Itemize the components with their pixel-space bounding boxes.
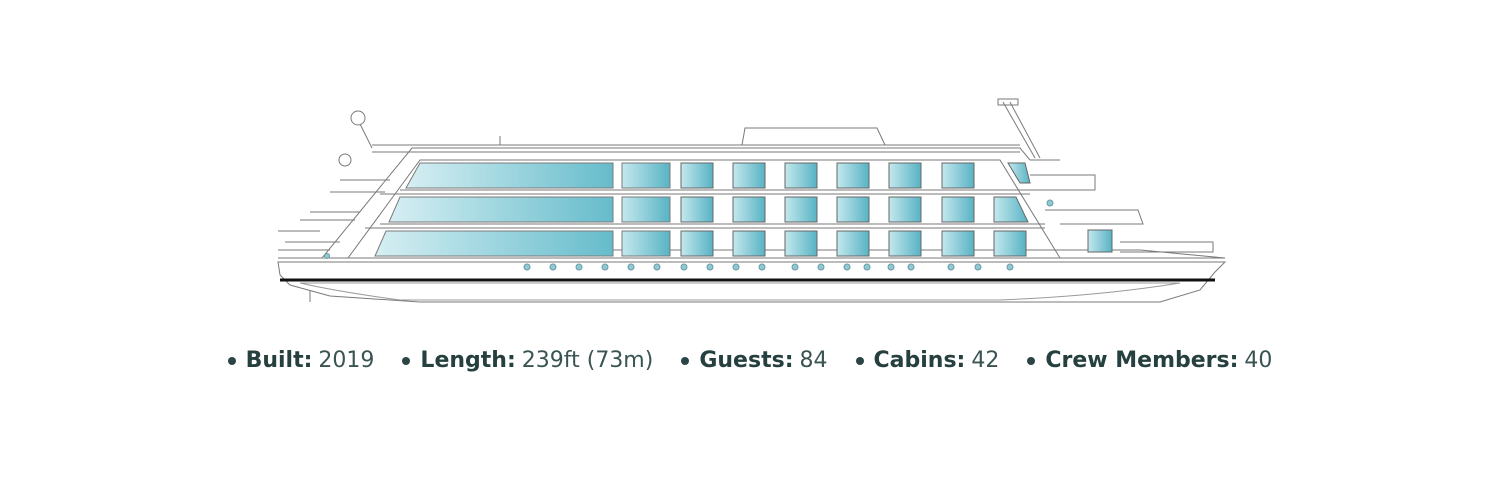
spec-label: Guests [699, 348, 785, 373]
spec-built: Built: 2019 [227, 348, 375, 373]
bullet-icon [402, 356, 411, 365]
bullet-icon [1027, 356, 1036, 365]
spec-cabins: Cabins: 42 [855, 348, 1000, 373]
spec-value: 84 [799, 348, 828, 373]
spec-colon: : [1229, 348, 1239, 373]
bullet-icon [855, 356, 864, 365]
spec-colon: : [956, 348, 966, 373]
spec-colon: : [506, 348, 516, 373]
spec-value: 42 [971, 348, 1000, 373]
spec-value: 2019 [318, 348, 375, 373]
spec-length: Length: 239ft (73m) [402, 348, 653, 373]
spec-colon: : [784, 348, 794, 373]
spec-crew-members: Crew Members: 40 [1027, 348, 1272, 373]
spec-label: Crew Members [1045, 348, 1230, 373]
bullet-icon [681, 356, 690, 365]
spec-colon: : [303, 348, 313, 373]
spec-label: Built [245, 348, 304, 373]
spec-guests: Guests: 84 [681, 348, 828, 373]
spec-value: 239ft (73m) [521, 348, 654, 373]
bullet-icon [227, 356, 236, 365]
ship-specs-list: Built: 2019 Length: 239ft (73m) Guests: … [0, 348, 1500, 373]
spec-label: Length [420, 348, 507, 373]
ship-illustration [277, 98, 1227, 303]
spec-value: 40 [1244, 348, 1273, 373]
spec-label: Cabins [873, 348, 957, 373]
